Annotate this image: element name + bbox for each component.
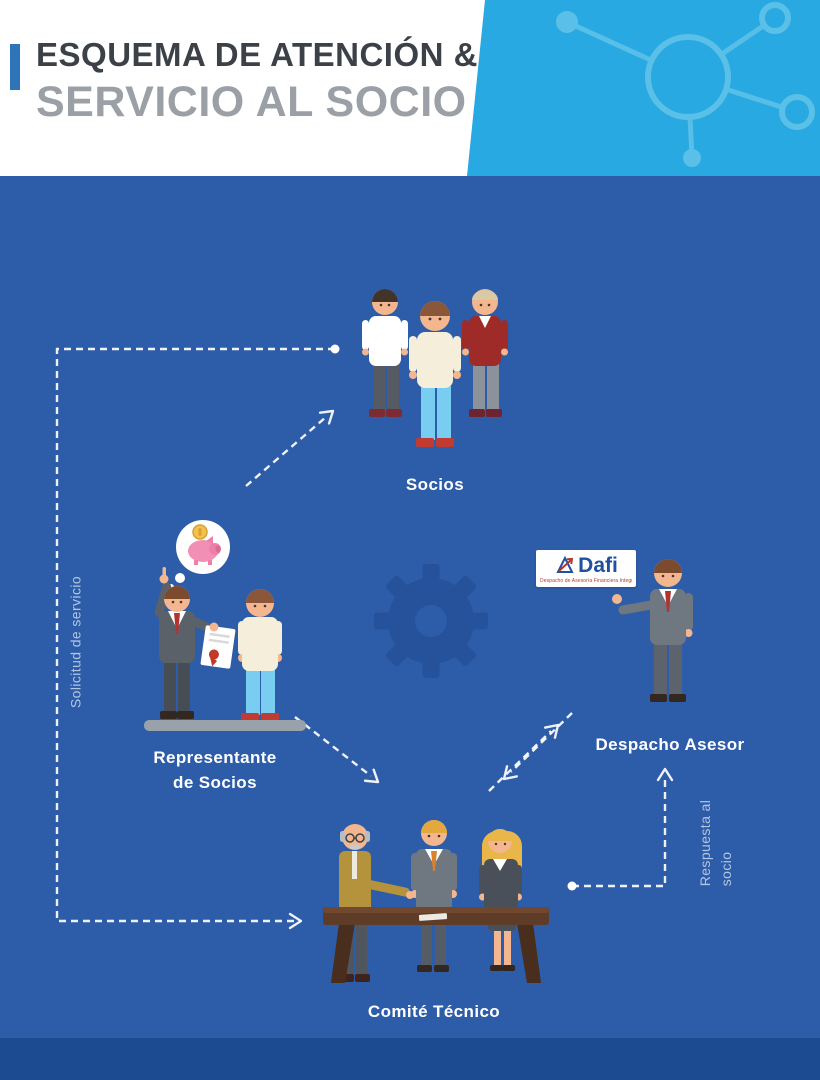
asesor-figure bbox=[612, 559, 693, 702]
comite-member-right bbox=[479, 829, 522, 971]
arrow-despacho-to-comite bbox=[510, 712, 573, 773]
arrowhead bbox=[363, 768, 380, 784]
dot-socios-origin bbox=[330, 344, 340, 354]
illustration-despacho bbox=[612, 559, 693, 702]
arrow-comite-to-despacho bbox=[488, 730, 552, 792]
illustration-representante bbox=[144, 520, 306, 731]
arrow-representante-to-comite bbox=[294, 716, 372, 777]
representante-figure bbox=[154, 567, 236, 719]
certificate-document bbox=[200, 625, 236, 669]
flow-label-respuesta-line1: Respuesta al bbox=[697, 799, 713, 887]
network-nodes-icon bbox=[556, 2, 815, 167]
title-line-2: SERVICIO AL SOCIO bbox=[36, 77, 467, 126]
desk bbox=[323, 907, 549, 983]
flow-label-respuesta-line2: socio bbox=[718, 851, 734, 887]
network-icon-panel bbox=[467, 0, 820, 176]
illustration-socios bbox=[362, 289, 508, 447]
arrowhead bbox=[544, 723, 560, 739]
piggy-bank-icon bbox=[188, 524, 221, 565]
socio-figure-right bbox=[462, 289, 508, 417]
gear-icon bbox=[374, 564, 488, 678]
illustration-comite bbox=[323, 820, 549, 983]
arrow-representante-to-socios bbox=[245, 416, 327, 487]
socio-figure bbox=[238, 589, 282, 721]
dafi-logo-mark bbox=[556, 555, 574, 573]
socio-figure-left bbox=[362, 289, 408, 417]
label-representante: Representante de Socios bbox=[153, 746, 276, 795]
path-respuesta bbox=[572, 776, 667, 888]
arrowhead bbox=[502, 765, 518, 781]
dot-comite-origin bbox=[567, 881, 577, 891]
thought-bubble bbox=[168, 520, 230, 590]
flow-label-respuesta: Respuesta al socio bbox=[695, 800, 737, 887]
comite-member-center bbox=[411, 820, 457, 972]
dafi-logo: Dafi Despacho de Asesoría Financiera Int… bbox=[536, 550, 636, 587]
platform bbox=[144, 720, 306, 731]
arrowhead bbox=[318, 409, 335, 425]
socio-figure-center bbox=[409, 301, 461, 447]
title-line-1: ESQUEMA DE ATENCIÓN & bbox=[36, 36, 478, 73]
page-title: ESQUEMA DE ATENCIÓN & SERVICIO AL SOCIO bbox=[36, 34, 478, 126]
label-representante-line2: de Socios bbox=[173, 772, 257, 792]
path-solicitud bbox=[55, 347, 335, 923]
label-despacho: Despacho Asesor bbox=[595, 735, 745, 754]
title-accent-bar bbox=[10, 44, 20, 90]
label-comite: Comité Técnico bbox=[367, 1002, 501, 1021]
comite-member-left bbox=[339, 824, 414, 982]
dafi-tagline: Despacho de Asesoría Financiera Integral bbox=[540, 578, 632, 584]
arrowhead bbox=[288, 912, 303, 930]
arrowhead bbox=[656, 767, 674, 782]
header: ESQUEMA DE ATENCIÓN & SERVICIO AL SOCIO bbox=[0, 0, 820, 176]
dafi-logo-row: Dafi bbox=[540, 554, 632, 576]
flow-label-solicitud: Solicitud de servicio bbox=[67, 575, 84, 709]
footer-bar bbox=[0, 1038, 820, 1080]
label-socios: Socios bbox=[405, 475, 465, 494]
dafi-logo-text: Dafi bbox=[578, 553, 618, 577]
label-representante-line1: Representante bbox=[153, 748, 277, 767]
